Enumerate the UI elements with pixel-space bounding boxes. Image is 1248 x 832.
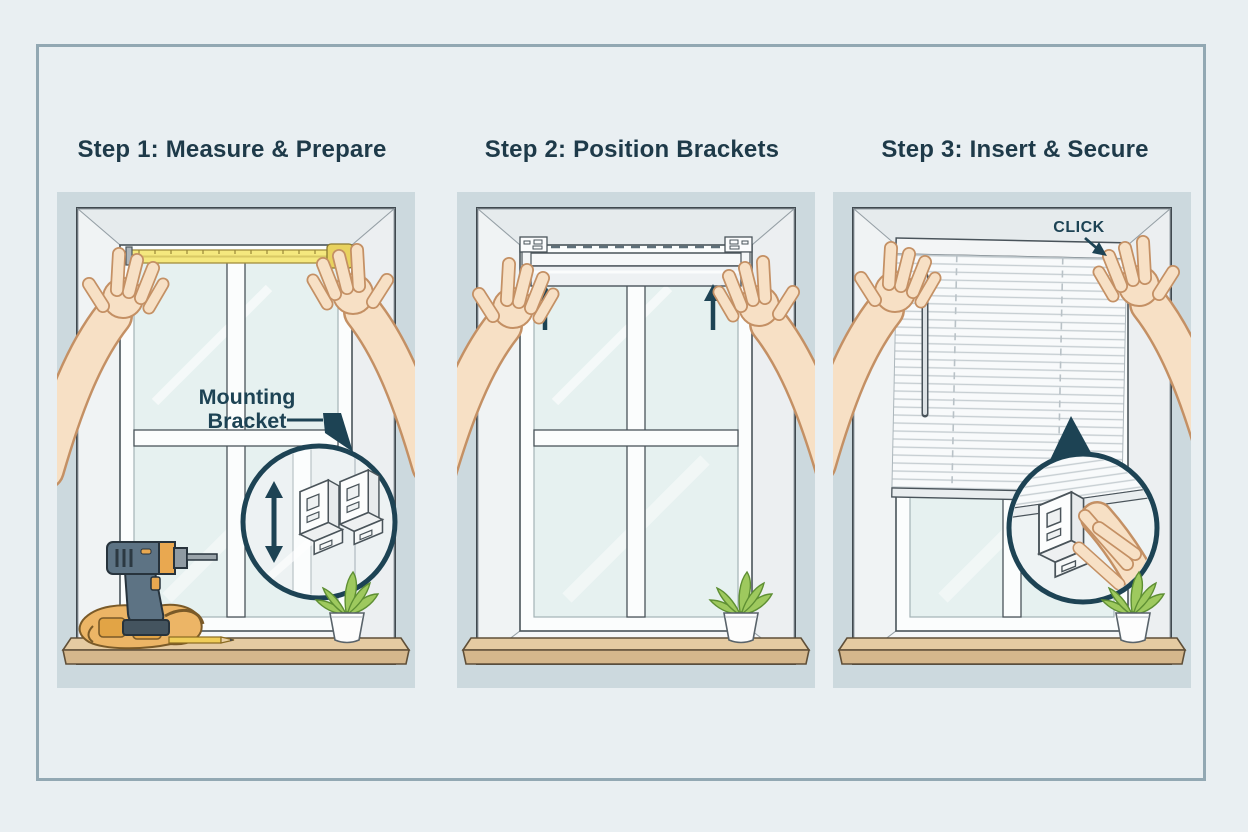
- step-1-illustration: Mounting Bracket: [57, 192, 415, 688]
- lift-cord: [951, 255, 958, 490]
- step-1-panel: Mounting Bracket: [57, 192, 415, 688]
- windowsill: [462, 637, 810, 665]
- up-down-arrow-icon: [265, 481, 283, 563]
- drill-icon: [106, 541, 218, 636]
- callout-pointer-icon: [323, 413, 353, 452]
- pencil-icon: [168, 636, 235, 644]
- click-arrowhead-icon: [1092, 242, 1107, 256]
- mounting-bracket-label-line1: Mounting: [199, 385, 296, 409]
- click-callout: CLICK: [1053, 219, 1107, 256]
- headrail-icon: [526, 245, 746, 287]
- step-1-title: Step 1: Measure & Prepare: [77, 136, 387, 163]
- step-3-illustration: CLICK: [833, 192, 1191, 688]
- measuring-tape-icon: [125, 243, 354, 269]
- bracket-magnifier-circle: [240, 443, 398, 601]
- mounting-bracket-label-line2: Bracket: [208, 409, 287, 433]
- step-3-title: Step 3: Insert & Secure: [881, 136, 1149, 163]
- mounting-bracket-callout: Mounting Bracket: [199, 385, 353, 452]
- outer-frame: [36, 44, 1206, 781]
- secure-magnifier-circle: [1006, 451, 1160, 605]
- click-label: CLICK: [1053, 219, 1104, 236]
- step-2-title: Step 2: Position Brackets: [484, 136, 780, 163]
- step-3-panel: CLICK: [833, 192, 1191, 688]
- step-2-illustration: [457, 192, 815, 688]
- step-2-panel: [457, 192, 815, 688]
- magnifier-pointer-icon: [1049, 416, 1095, 462]
